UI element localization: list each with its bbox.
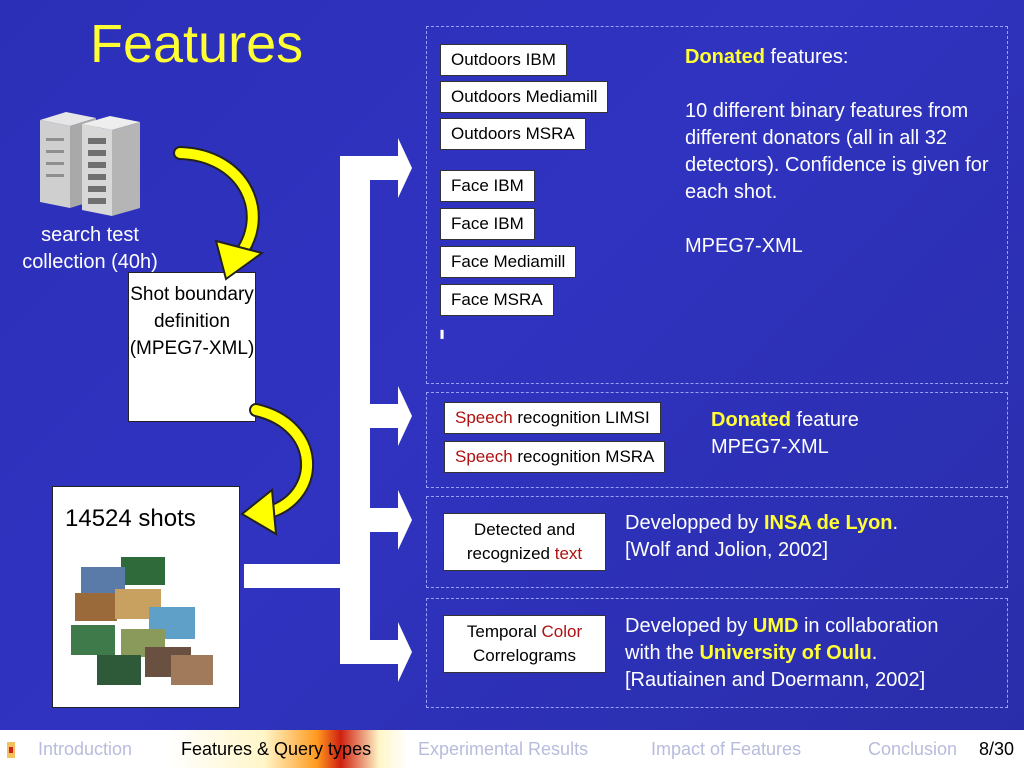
- server-icon: [40, 112, 140, 216]
- text-panel: [426, 496, 1008, 588]
- distribution-arrows: [244, 138, 412, 682]
- nav-features-query-types[interactable]: Features & Query types: [181, 739, 372, 759]
- arrow-to-shots: [240, 403, 314, 536]
- donated-label: Donated: [685, 46, 765, 68]
- speech-text: Donated feature MPEG7-XML: [711, 409, 859, 458]
- shots-label: 14524 shots: [65, 505, 196, 532]
- footer-active-highlight: [168, 730, 408, 768]
- server-caption: search test collection (40h): [22, 224, 158, 273]
- tag-face-ibm: Face IBM: [440, 170, 535, 202]
- donated-features-panel: [426, 26, 1008, 384]
- arrow-to-shot-definition: [173, 146, 265, 281]
- donated-features-text: Donated features: 10 different binary fe…: [685, 44, 995, 260]
- footer-marker-icon: [7, 742, 15, 758]
- footer-nav: Introduction Features & Query types Expe…: [0, 730, 1024, 768]
- shots-box: 14524 shots: [52, 486, 240, 708]
- tag-outdoors-mediamill: Outdoors Mediamill: [440, 81, 609, 113]
- shot-thumbnails-image: [71, 557, 213, 685]
- nav-conclusion[interactable]: Conclusion: [868, 739, 958, 759]
- tag-face-msra: Face MSRA: [440, 284, 554, 316]
- tag-speech-limsi: Speech recognition LIMSI: [444, 402, 661, 434]
- features-suffix: features:: [765, 46, 849, 68]
- tag-outdoors-msra: Outdoors MSRA: [440, 118, 586, 150]
- text-feature-description: Developped by INSA de Lyon. [Wolf and Jo…: [625, 512, 899, 561]
- page-number: 8/30: [978, 739, 1014, 759]
- tag-face-ibm-2: Face IBM: [440, 208, 535, 240]
- shot-definition-box: Shot boundary definition (MPEG7-XML): [128, 272, 256, 422]
- tag-face-mediamill: Face Mediamill: [440, 246, 577, 278]
- donated-description: 10 different binary features from differ…: [685, 100, 989, 203]
- color-feature-description: Developed by UMD in collaboration with t…: [625, 615, 939, 691]
- slide-title: Features: [90, 14, 304, 74]
- color-panel: [426, 598, 1008, 708]
- nav-introduction[interactable]: Introduction: [38, 739, 133, 759]
- nav-impact-of-features[interactable]: Impact of Features: [651, 739, 802, 759]
- more-features-ellipsis: .....: [435, 328, 458, 337]
- donated-format: MPEG7-XML: [685, 235, 803, 257]
- tag-color-correlograms: Temporal Color Correlograms: [443, 615, 606, 673]
- tag-speech-msra: Speech recognition MSRA: [444, 441, 666, 473]
- nav-experimental-results[interactable]: Experimental Results: [418, 739, 589, 759]
- tag-detected-text: Detected and recognized text: [443, 513, 606, 571]
- tag-outdoors-ibm: Outdoors IBM: [440, 44, 567, 76]
- speech-panel: [426, 392, 1008, 488]
